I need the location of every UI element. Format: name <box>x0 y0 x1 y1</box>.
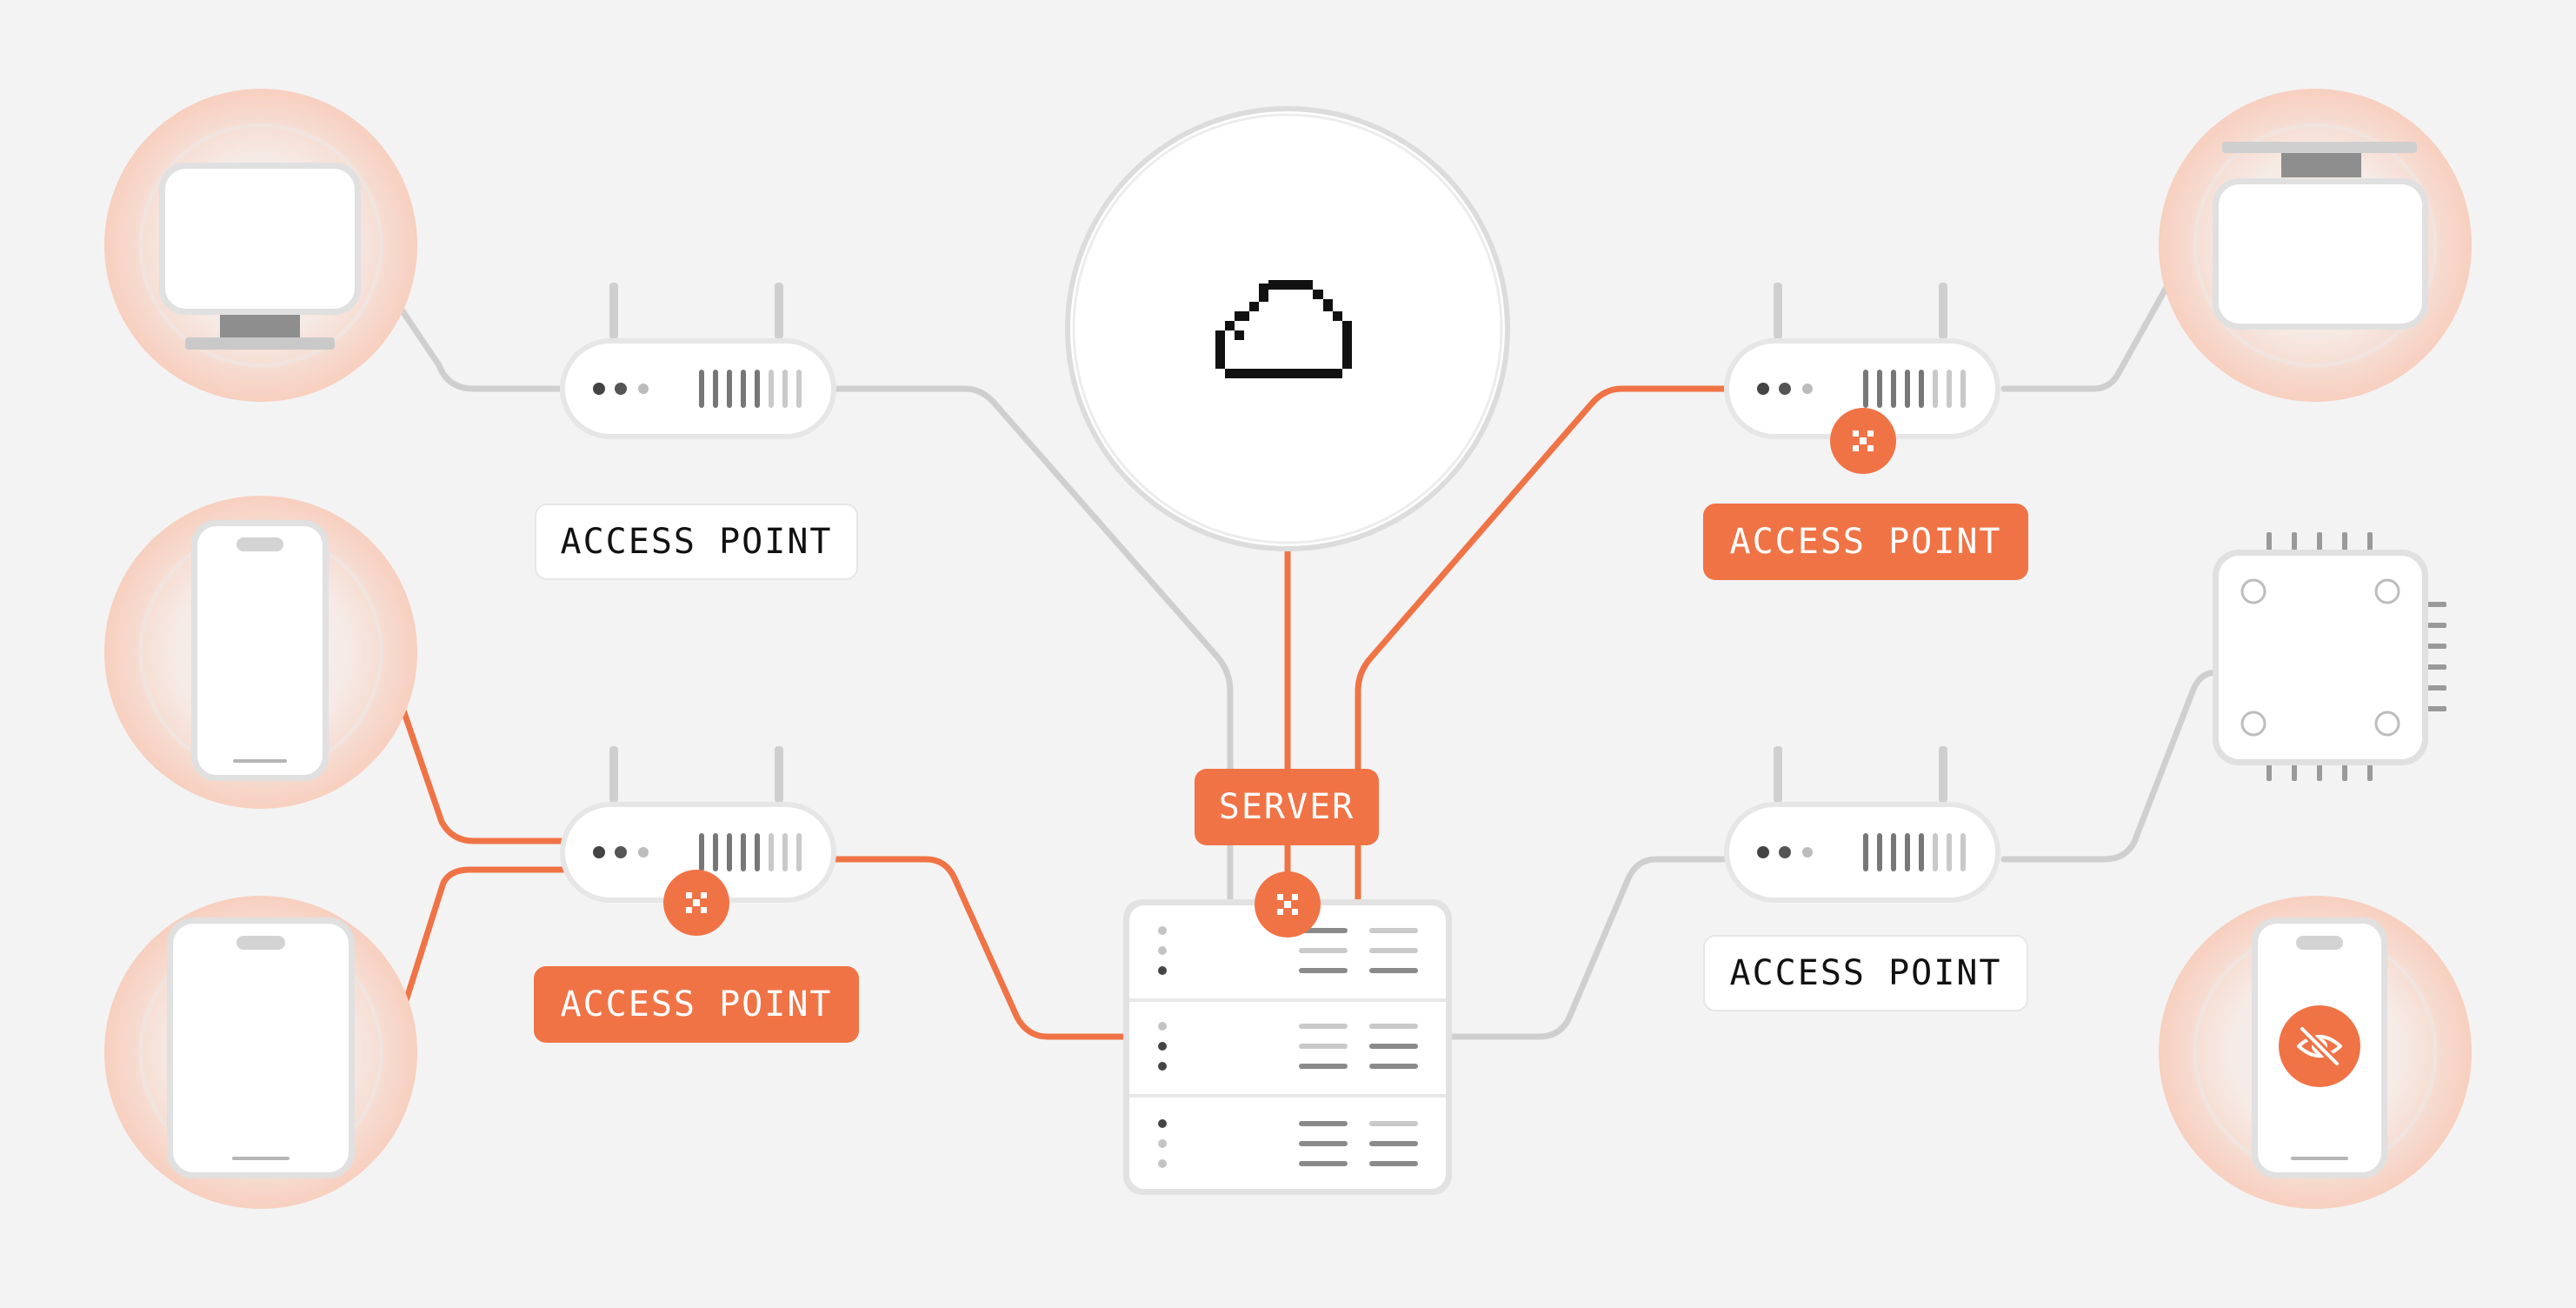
access-point-label-top-left: ACCESS POINT <box>535 504 858 580</box>
phone-device-2[interactable] <box>104 896 417 1209</box>
fault-x-icon <box>663 870 729 936</box>
access-point-label-bottom-left: ACCESS POINT <box>534 966 859 1043</box>
cloud-icon <box>1215 280 1352 378</box>
eye-off-icon <box>2279 1005 2360 1087</box>
phone-device-1[interactable] <box>104 496 417 809</box>
phone-device-offline[interactable] <box>2159 896 2472 1209</box>
access-point-bottom-right[interactable] <box>1724 746 2000 903</box>
link-monitor-to-ap-tl <box>355 242 567 392</box>
server-label: SERVER <box>1195 769 1379 845</box>
access-point-label-bottom-right: ACCESS POINT <box>1703 935 2028 1011</box>
link-ap-tl-to-server <box>831 385 1234 904</box>
access-point-bottom-left[interactable] <box>560 746 836 936</box>
chip-device[interactable] <box>2213 532 2446 781</box>
access-point-top-right[interactable] <box>1724 283 2000 474</box>
fault-x-icon <box>1830 408 1896 474</box>
printer-device[interactable] <box>2159 89 2472 402</box>
monitor-device[interactable] <box>104 89 417 402</box>
link-ap-br-to-chip <box>2000 669 2220 863</box>
link-ap-tr-to-server <box>1355 385 1729 904</box>
server-rack[interactable] <box>1123 871 1452 1195</box>
link-server-to-ap-br <box>1448 856 1729 1040</box>
link-ap-bl-to-server <box>831 856 1130 1040</box>
fault-x-icon <box>1255 871 1321 938</box>
access-point-top-left[interactable] <box>560 283 836 439</box>
cloud-node[interactable] <box>1065 106 1510 551</box>
access-point-label-top-right: ACCESS POINT <box>1703 504 2028 580</box>
